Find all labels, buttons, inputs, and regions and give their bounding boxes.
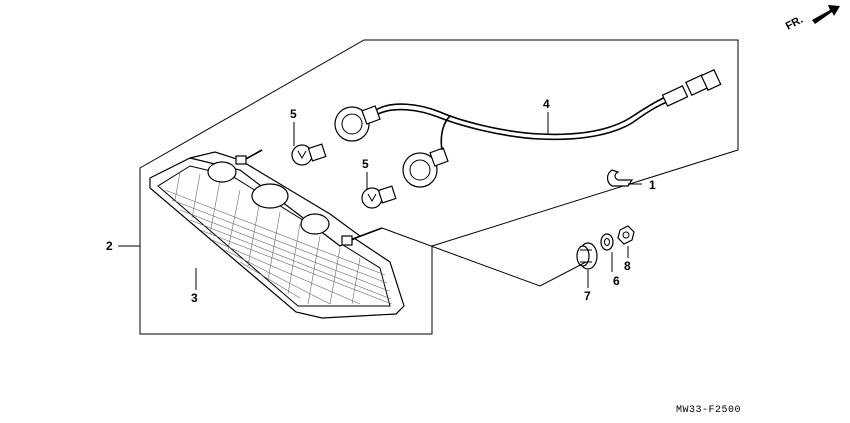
callout-4: 4 (543, 97, 550, 111)
front-direction-indicator: FR. (784, 5, 840, 33)
callout-5-upper-bulb: 5 (290, 107, 297, 121)
callout-2: 2 (106, 239, 113, 253)
bulb-upper (291, 143, 327, 166)
socket-lower (402, 147, 449, 188)
front-arrow-icon (812, 5, 840, 24)
socket-upper (334, 105, 381, 142)
assembly-frame (139, 39, 739, 335)
wire-clamp (606, 169, 634, 187)
diagram-code: MW33-F2500 (676, 405, 741, 416)
leader-lines (118, 112, 642, 290)
callout-3: 3 (191, 291, 198, 305)
wire-harness (375, 68, 722, 151)
taillight-lens (149, 149, 405, 319)
callout-5-lower-bulb: 5 (362, 157, 369, 171)
bulb-lower (361, 185, 397, 209)
callout-7: 7 (584, 289, 591, 303)
front-label: FR. (784, 14, 805, 33)
lens-grid-pattern (164, 171, 393, 305)
callout-6: 6 (613, 274, 620, 288)
callout-8: 8 (624, 259, 631, 273)
grommet (576, 242, 598, 270)
washer (600, 233, 614, 251)
nut (617, 225, 635, 245)
callout-1: 1 (649, 178, 656, 192)
